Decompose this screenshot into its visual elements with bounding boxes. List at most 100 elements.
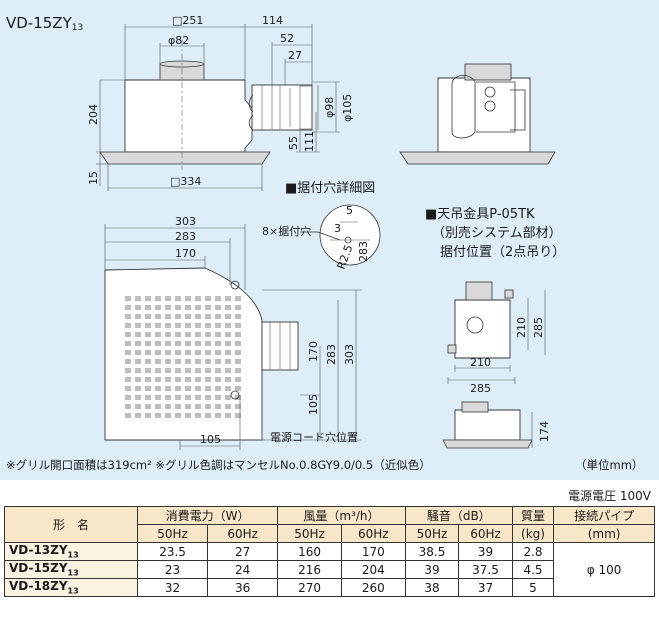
spec-table: 形 名 消費電力（W） 風量（m³/h） 騒音（dB） 質量 接続パイプ 50H… (4, 506, 655, 597)
grille-slot (155, 341, 161, 346)
grille-slot (145, 305, 151, 310)
grille-slot (175, 332, 181, 337)
grille-slot (165, 377, 171, 382)
grille-slot (225, 377, 231, 382)
grille-slot (175, 386, 181, 391)
grille-slot (235, 359, 241, 364)
grille-slot (135, 359, 141, 364)
grille-slot (135, 314, 141, 319)
grille-slot (185, 332, 191, 337)
grille-slot (155, 413, 161, 418)
pipe-cell: φ 100 (553, 542, 655, 597)
grille-slot (225, 368, 231, 373)
header-hz: 60Hz (458, 524, 513, 543)
front-view (96, 24, 340, 191)
technical-drawing: VD-15ZY13 □251 114 52 27 φ82 204 φ98 φ10… (6, 14, 643, 472)
dim-duct-27: 27 (288, 49, 302, 62)
grille-slot (145, 314, 151, 319)
dim-bracket-v174: 174 (538, 421, 551, 442)
grille-slot (205, 296, 211, 301)
grille-slot (225, 386, 231, 391)
grille-slot (235, 350, 241, 355)
grille-slot (195, 323, 201, 328)
grille-slot (135, 395, 141, 400)
cell: 4.5 (511, 560, 555, 579)
grille-slot (135, 377, 141, 382)
dim-bracket-h210: 210 (470, 356, 491, 369)
cell: 36 (207, 578, 279, 597)
dim-h15: 15 (87, 171, 100, 185)
row-model: VD-18ZY13 (4, 578, 138, 597)
grille-slot (155, 296, 161, 301)
grille-slot (235, 404, 241, 409)
grille-slot (135, 368, 141, 373)
grille-slot (145, 413, 151, 418)
grille-slot (185, 350, 191, 355)
dim-303: 303 (175, 215, 196, 228)
grille-slot (215, 296, 221, 301)
bracket-title: ■天吊金具P-05TK (425, 206, 535, 222)
grille-slot (205, 395, 211, 400)
dim-170: 170 (175, 247, 196, 260)
grille-slot (165, 341, 171, 346)
grille-slot (215, 305, 221, 310)
grille-slot (125, 296, 131, 301)
dim-h55: 55 (287, 136, 300, 150)
plan-view (104, 204, 381, 450)
header-hz: 50Hz (404, 524, 460, 543)
grille-slot (215, 368, 221, 373)
header-model: 形 名 (4, 506, 138, 543)
cell: 38 (404, 578, 460, 597)
cell: 2.8 (511, 542, 555, 561)
cell: 204 (340, 560, 406, 579)
grille-slot (205, 386, 211, 391)
table-row: VD-18ZY13 32 36 270 260 38 37 5 (4, 578, 655, 597)
grille-slot (235, 413, 241, 418)
grille-slot (185, 314, 191, 319)
grille-slot (175, 404, 181, 409)
cell: 39 (458, 542, 513, 561)
grille-slot (205, 359, 211, 364)
grille-slot (235, 314, 241, 319)
grille-slot (155, 305, 161, 310)
header-hz: 60Hz (340, 524, 406, 543)
header-pipe: 接続パイプ (553, 506, 655, 525)
grille-slot (145, 296, 151, 301)
grille-slot (205, 332, 211, 337)
cell: 23.5 (136, 542, 209, 561)
header-airflow: 風量（m³/h） (277, 506, 406, 525)
grille-slot (205, 323, 211, 328)
dim-v105: 105 (307, 394, 320, 415)
grille-slot (125, 368, 131, 373)
bracket-views (442, 281, 546, 449)
grille-slot (175, 305, 181, 310)
grille-slot (225, 413, 231, 418)
header-power: 消費電力（W） (136, 506, 279, 525)
grille-slot (165, 314, 171, 319)
grille-slot (205, 350, 211, 355)
grille-slot (165, 323, 171, 328)
grille-slot (225, 323, 231, 328)
dim-hole-5: 5 (346, 204, 353, 217)
grille-slot (215, 323, 221, 328)
grille-slot (215, 359, 221, 364)
grille-slot (215, 386, 221, 391)
header-mass-unit: (kg) (511, 524, 555, 543)
grille-slot (125, 395, 131, 400)
grille-slot (215, 332, 221, 337)
grille-slot (195, 413, 201, 418)
grille-slot (165, 413, 171, 418)
grille-slot (225, 332, 231, 337)
grille-slot (205, 305, 211, 310)
grille-slot (195, 395, 201, 400)
grille-slot (125, 323, 131, 328)
header-hz: 50Hz (277, 524, 342, 543)
dim-v170: 170 (307, 341, 320, 362)
grille-slot (125, 332, 131, 337)
header-mass: 質量 (511, 506, 555, 525)
cord-label: 電源コード穴位置 (270, 430, 358, 444)
grille-slot (175, 350, 181, 355)
grille-slot (175, 341, 181, 346)
grille-slot (175, 314, 181, 319)
grille-slot (225, 305, 231, 310)
